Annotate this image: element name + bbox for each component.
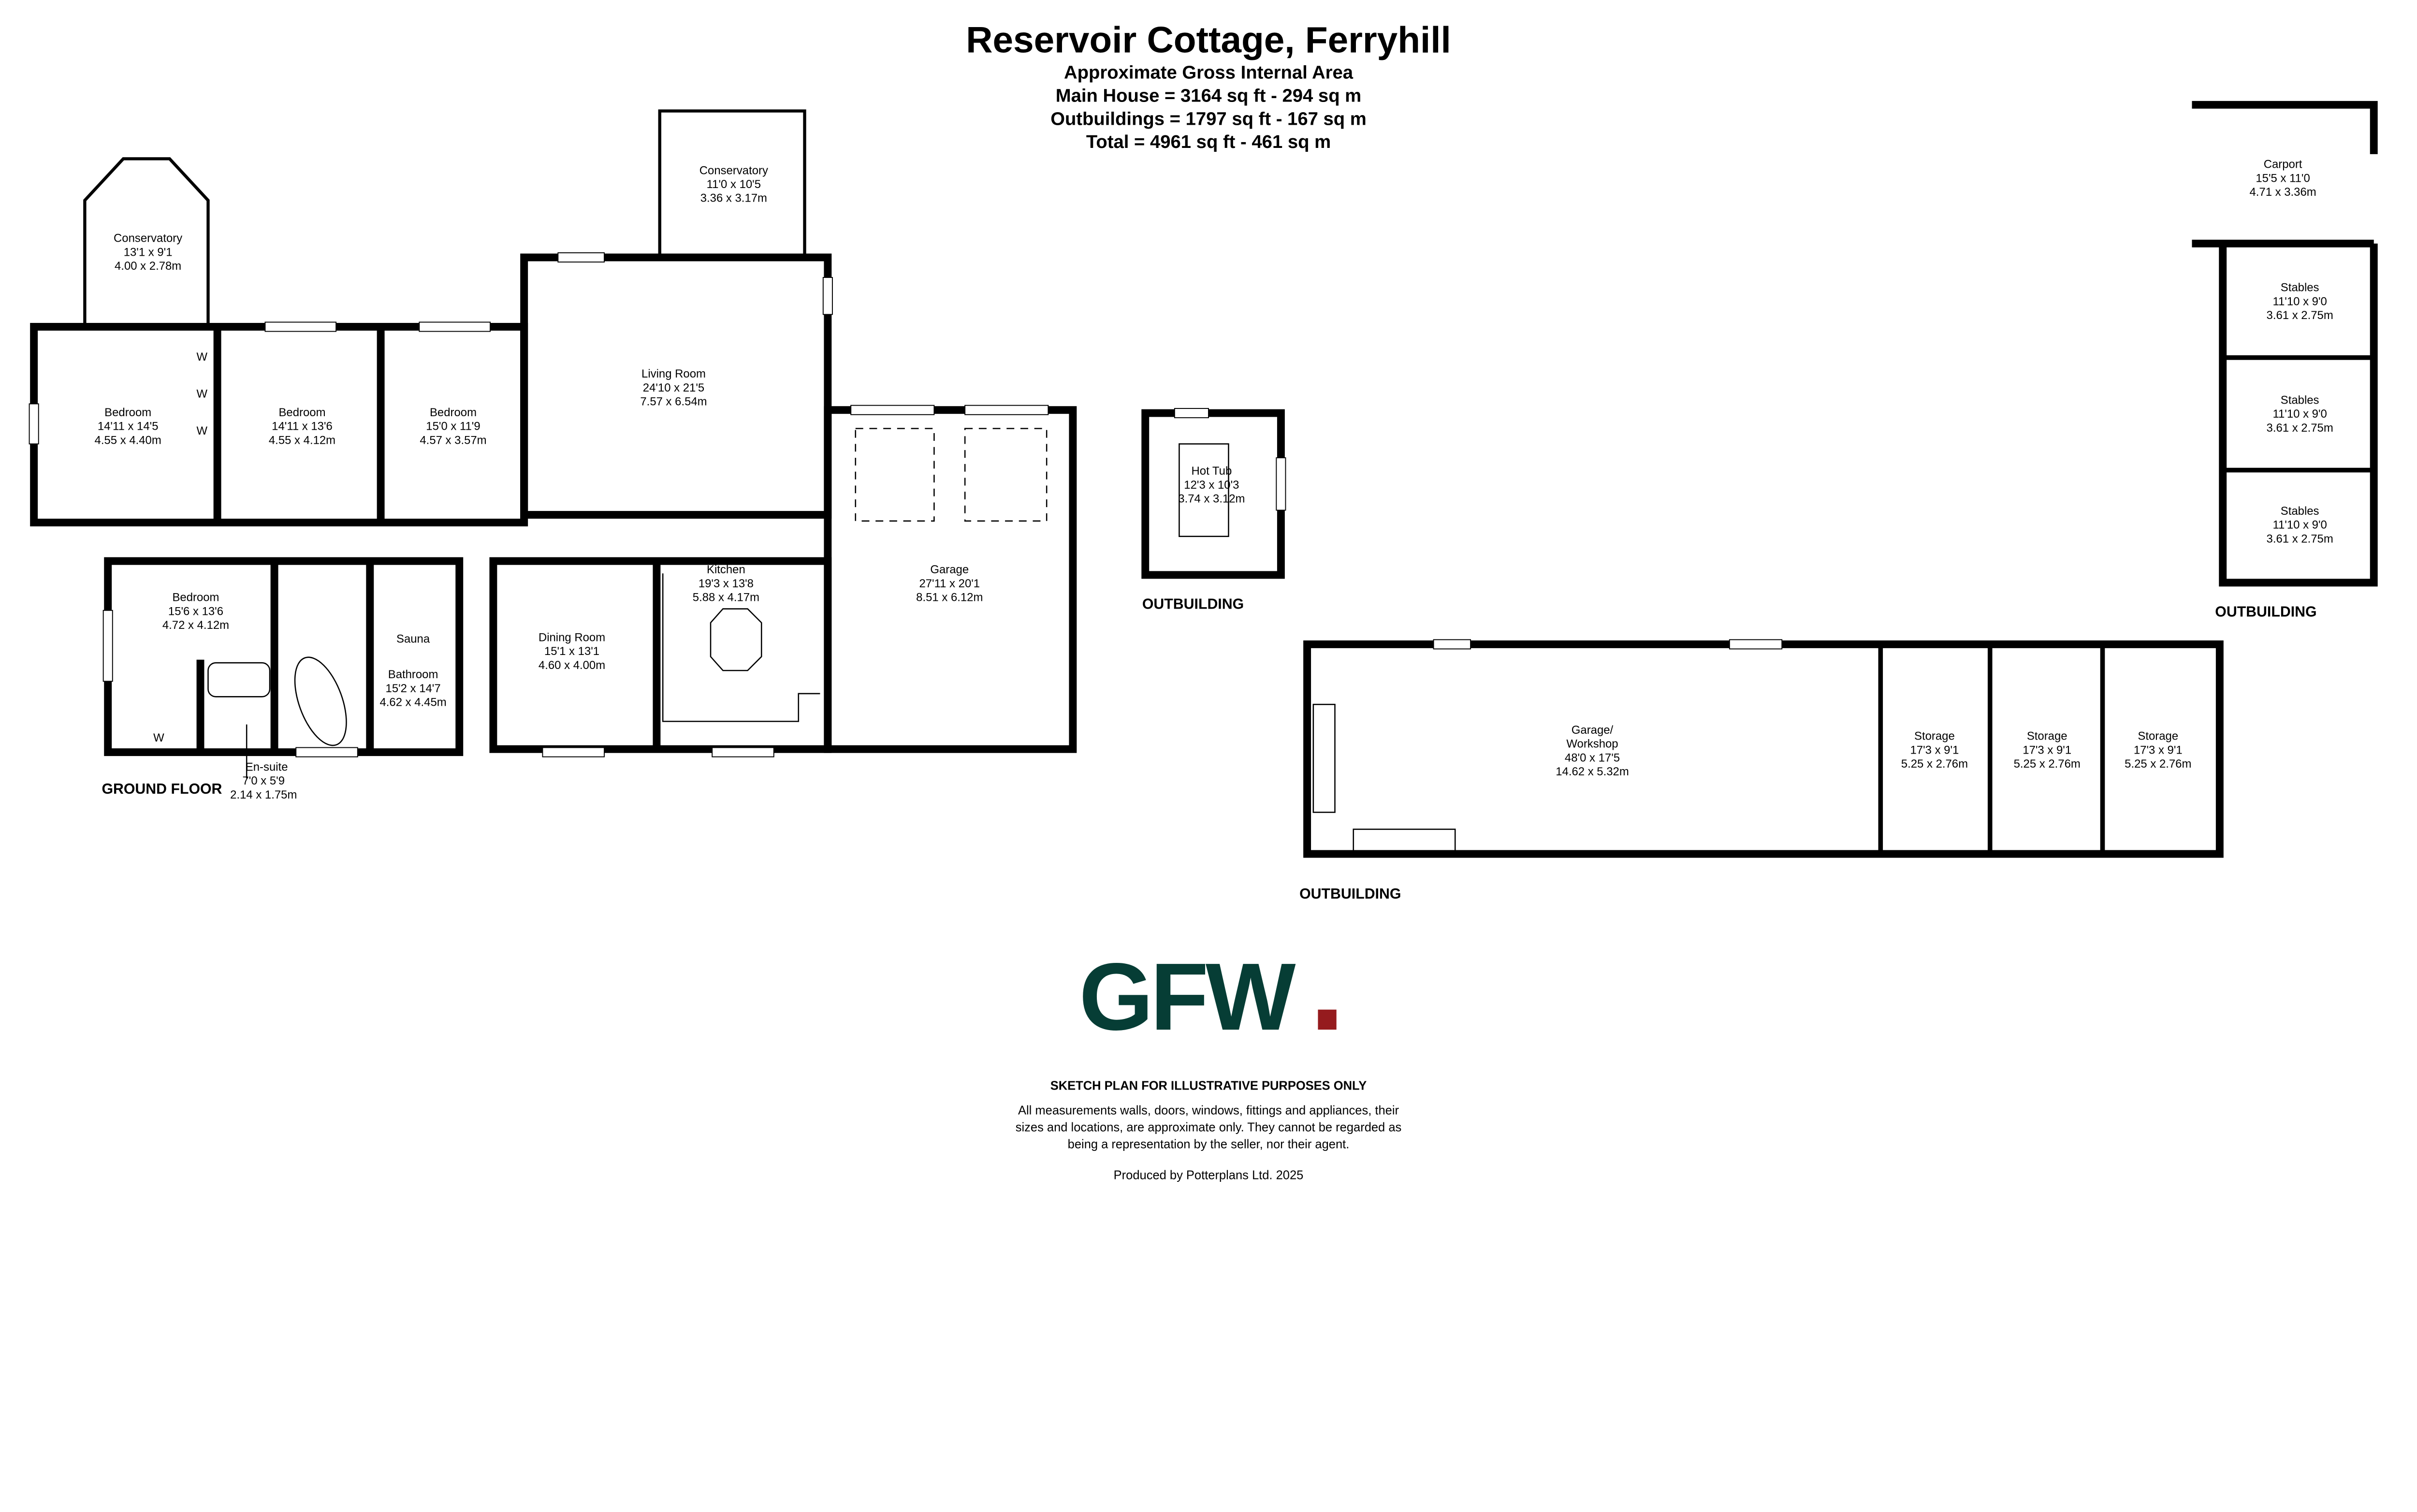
stables-outbuilding [2192,101,2378,587]
disclaimer-line: All measurements walls, doors, windows, … [1018,1104,1399,1117]
disclaimer-line: sizes and locations, are approximate onl… [1016,1121,1402,1134]
logo-text: GFW [1079,943,1296,1050]
area-heading: Approximate Gross Internal Area [1064,62,1354,83]
wardrobe-label: W [196,424,207,437]
logo-dot [1318,1009,1337,1030]
hot-tub-outbuilding [1141,408,1286,579]
floor-label-outbuilding-hot-tub: OUTBUILDING [1142,596,1244,612]
plan-title: Reservoir Cottage, Ferryhill [966,19,1451,60]
floor-plan: Reservoir Cottage, Ferryhill Approximate… [29,19,2378,1182]
disclaimer-heading: SKETCH PLAN FOR ILLUSTRATIVE PURPOSES ON… [1050,1079,1367,1092]
area-outbuildings: Outbuildings = 1797 sq ft - 167 sq m [1050,108,1367,129]
workshop-outbuilding [1303,639,2224,858]
area-total: Total = 4961 sq ft - 461 sq m [1086,131,1331,152]
wardrobe-label: W [196,388,207,401]
floor-label-outbuilding-workshop: OUTBUILDING [1299,886,1401,902]
floor-label-outbuilding-stables: OUTBUILDING [2215,604,2316,620]
wardrobe-label: W [196,350,207,363]
floor-label-ground: GROUND FLOOR [102,781,222,797]
room-label-sauna: Sauna [396,633,430,646]
disclaimer-line: being a representation by the seller, no… [1068,1138,1350,1151]
main-house-walls [29,109,1077,757]
wardrobe-label: W [153,731,164,744]
producer-credit: Produced by Potterplans Ltd. 2025 [1114,1168,1304,1182]
gfw-logo: GFW [1079,943,1337,1050]
area-main-house: Main House = 3164 sq ft - 294 sq m [1056,85,1361,106]
